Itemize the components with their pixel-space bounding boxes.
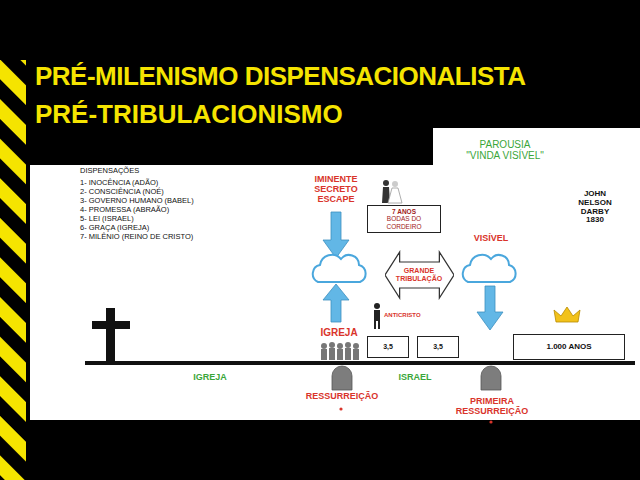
label: 5- LEI (ISRAEL) [80, 215, 240, 223]
label: IMINENTE SECRETO ESCAPE [303, 175, 369, 205]
timeline [85, 361, 635, 365]
label: PRIMEIRA RESSURREIÇÃO [448, 397, 536, 417]
hazard-stripes [0, 60, 26, 480]
label: IGREJA [180, 373, 240, 383]
label: 6- GRAÇA (IGREJA) [80, 224, 240, 232]
label: RESSURREIÇÃO [297, 392, 387, 402]
node-text: 1.000 ANOS [546, 343, 591, 352]
white-panel [433, 128, 640, 168]
tombstone [332, 366, 501, 390]
label: ISRAEL [385, 373, 445, 383]
label: 4- PROMESSA (ABRAÃO) [80, 206, 240, 214]
process-box: 7 ANOSBODAS DO CORDEIRO [367, 205, 441, 233]
title: PRÉ-MILENISMO DISPENSACIONALISTA [35, 62, 526, 91]
process-box: 1.000 ANOS [513, 334, 625, 360]
label: JOHN NELSON DARBY 1830 [573, 190, 617, 225]
node-text: 7 ANOS [392, 208, 416, 215]
label: IGREJA [314, 327, 364, 338]
label: VISÍVEL [468, 234, 514, 244]
cloud [313, 255, 516, 282]
bride-groom [382, 180, 402, 203]
cross-symbol [92, 308, 130, 362]
process-box: 3,5 [367, 336, 409, 358]
label: 2- CONSCIÊNCIA (NOÉ) [80, 188, 240, 196]
label: 7- MILÊNIO (REINO DE CRISTO) [80, 233, 240, 241]
white-panel [30, 165, 640, 420]
node-text: 3,5 [383, 343, 393, 351]
double-arrow: GRANDE TRIBULAÇÃO [385, 250, 454, 300]
crown [554, 307, 580, 322]
label: 1- INOCÊNCIA (ADÃO) [80, 179, 240, 187]
process-box: 3,5 [417, 336, 459, 358]
node-text: BODAS DO CORDEIRO [371, 215, 437, 229]
label: PRÉ-TRIBULACIONISMO [35, 100, 595, 129]
antichrist-figure [374, 303, 380, 329]
label: ANTICRISTO [384, 312, 434, 319]
node-text: 3,5 [433, 343, 443, 351]
label: PAROUSIA "VINDA VISÍVEL" [463, 139, 547, 161]
people-group [321, 342, 359, 360]
node-text: GRANDE TRIBULAÇÃO [395, 267, 444, 282]
label: 3- GOVERNO HUMANO (BABEL) [80, 197, 240, 205]
label: DISPENSAÇÕES [80, 167, 240, 175]
